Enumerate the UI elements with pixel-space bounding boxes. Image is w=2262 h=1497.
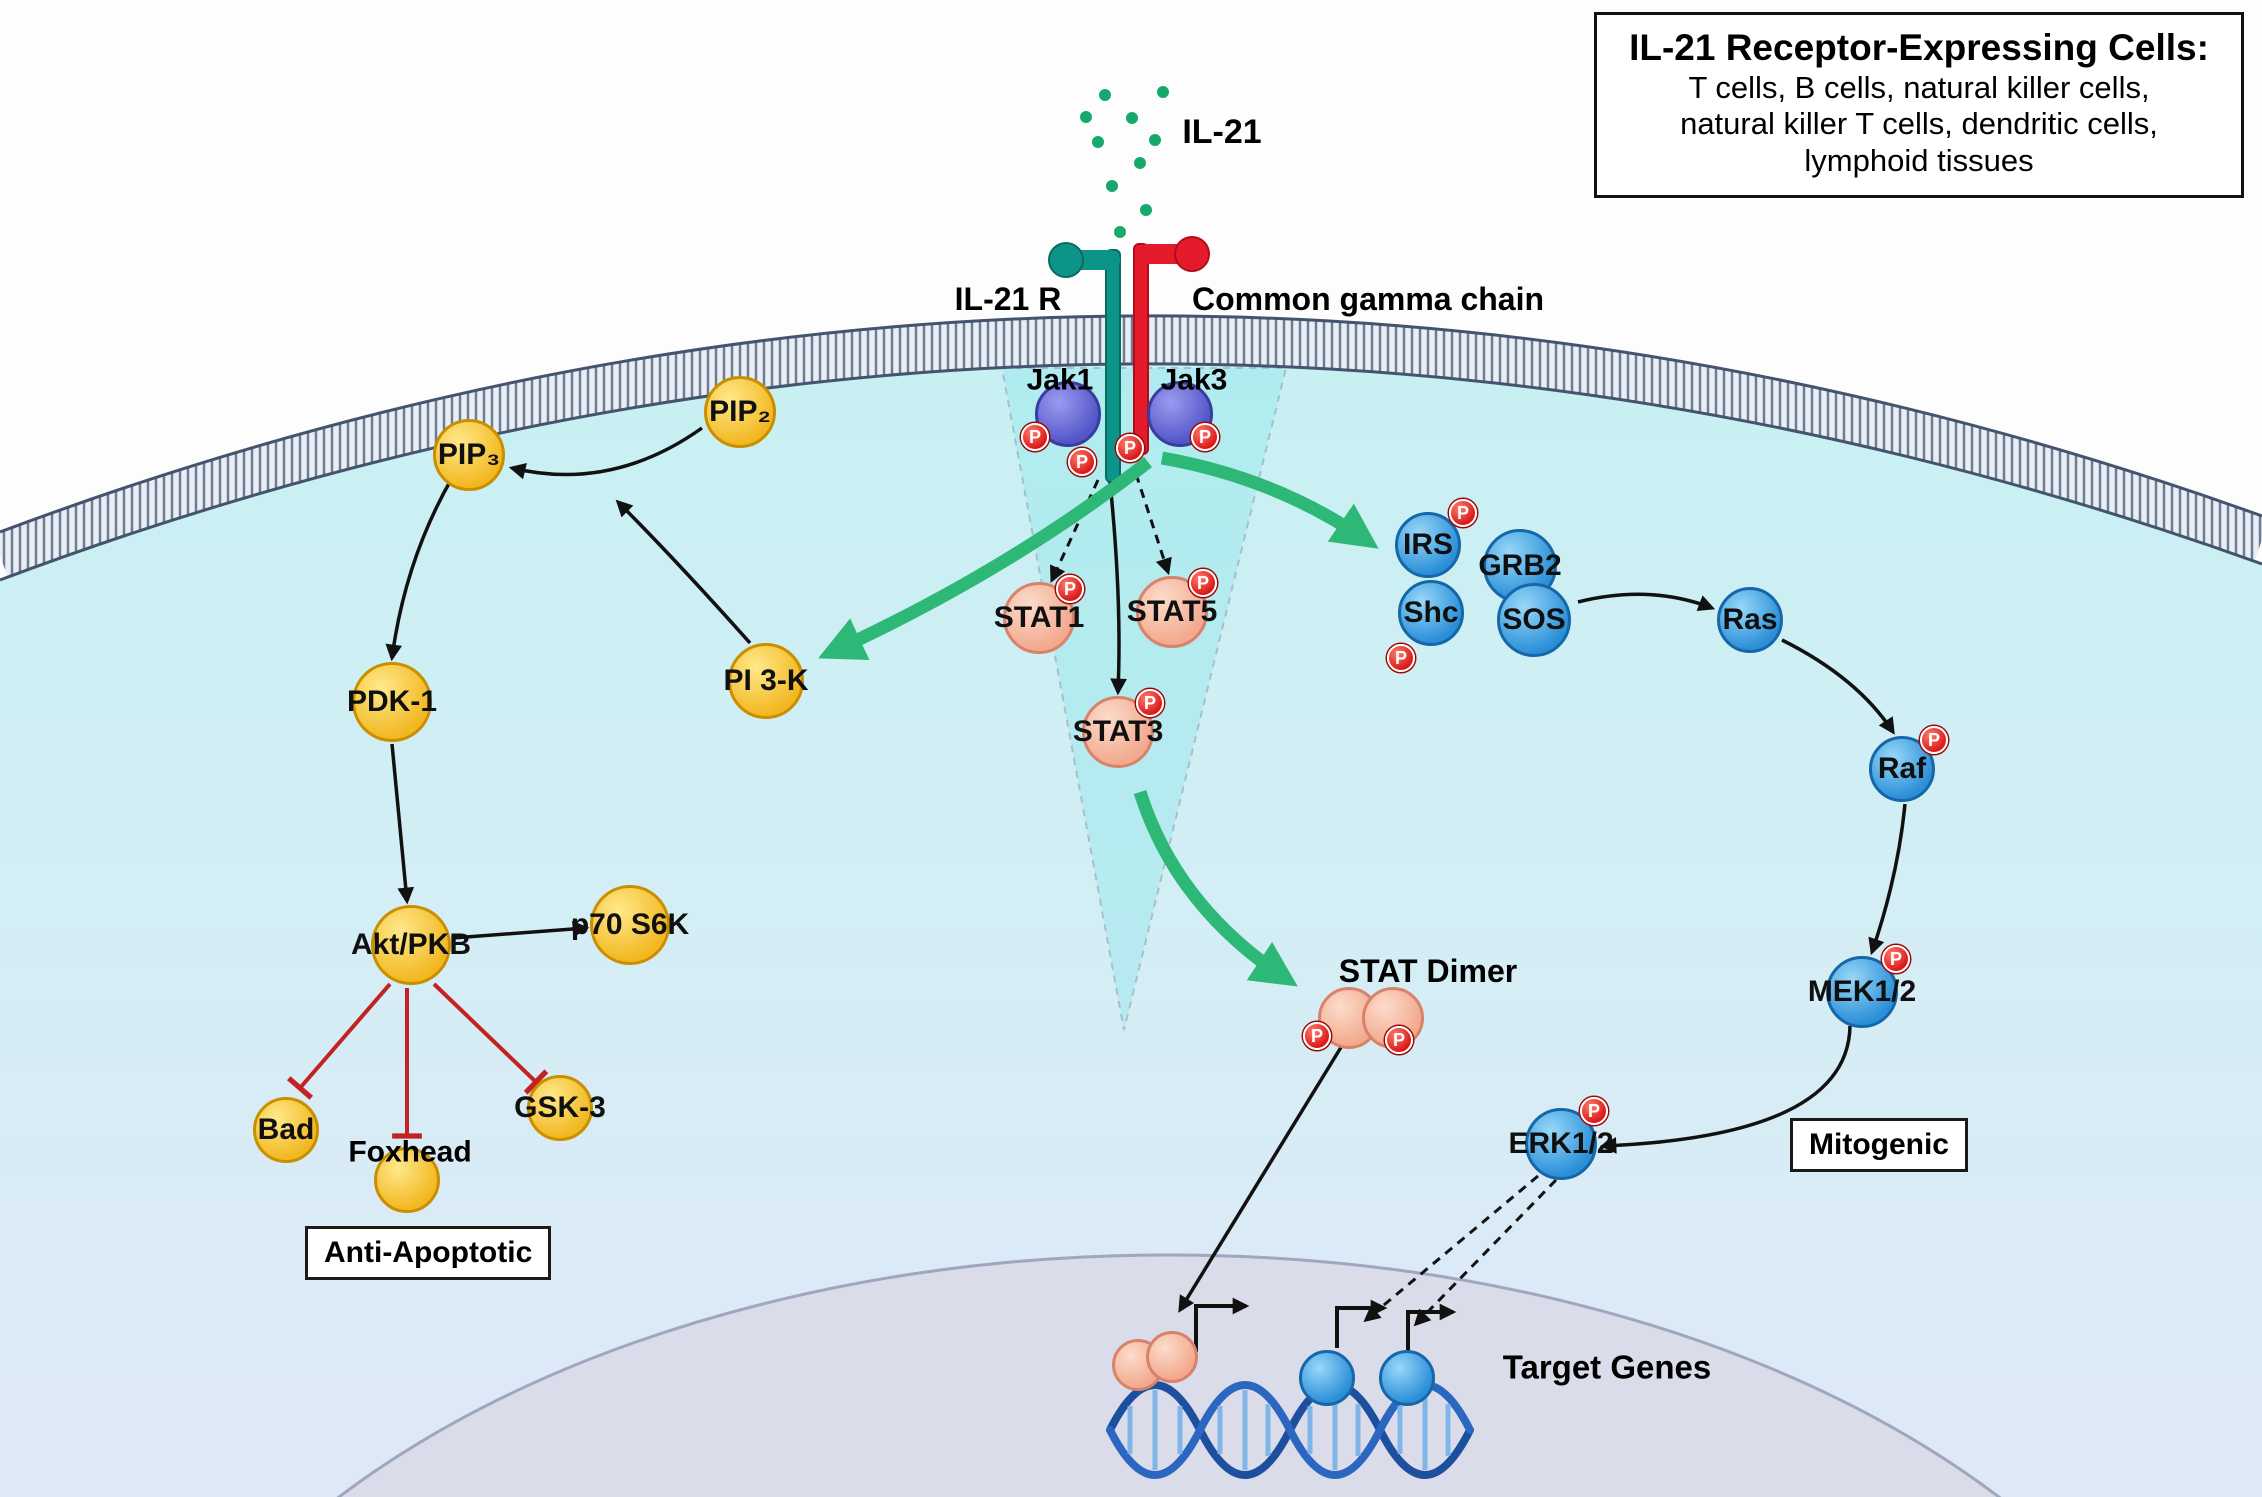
node-erk12-label: ERK1/2 <box>1508 1127 1614 1160</box>
node-pip3-label: PIP₃ <box>437 438 501 471</box>
phosphate-letter: P <box>1063 578 1076 599</box>
foxhead-label: Foxhead <box>348 1135 472 1169</box>
node-grb2-label: GRB2 <box>1478 549 1562 582</box>
info-box-line-1: T cells, B cells, natural killer cells, <box>1688 69 2150 105</box>
node-pip2-label: PIP₂ <box>709 395 771 428</box>
node-pi3k-label: PI 3-K <box>723 664 809 697</box>
info-box-line-2: natural killer T cells, dendritic cells, <box>1680 106 2158 142</box>
mitogenic-box: Mitogenic <box>1790 1118 1968 1172</box>
node-foxhead <box>374 1147 440 1213</box>
node-sos-label: SOS <box>1502 603 1566 636</box>
phosphate-letter: P <box>1394 647 1407 668</box>
node-shc-label: Shc <box>1403 596 1459 629</box>
anti-apoptotic-box: Anti-Apoptotic <box>305 1226 552 1280</box>
node-p70s6k: p70 S6K <box>571 885 689 965</box>
node-p70s6k-label: p70 S6K <box>570 908 690 941</box>
node-stat3-label: STAT3 <box>1072 715 1164 748</box>
node-akt-pkb-label: Akt/PKB <box>351 928 472 961</box>
green-signal-arrows <box>818 451 1379 987</box>
phosphate-letter: P <box>1310 1025 1323 1046</box>
node-stat1-label: STAT1 <box>993 601 1085 634</box>
dashed-arrows <box>1050 473 1558 1327</box>
node-dna-erk-left <box>1299 1350 1355 1406</box>
node-pip3: PIP₃ <box>433 419 505 491</box>
phosphate-badge: P <box>1882 945 1910 973</box>
jak1-label: Jak1 <box>1026 363 1094 397</box>
node-pip2: PIP₂ <box>704 376 776 448</box>
il21r-label: IL-21 R <box>954 281 1062 318</box>
plasma-membrane <box>0 314 2262 582</box>
target-genes-label: Target Genes <box>1502 1348 1712 1386</box>
node-pdk1: PDK-1 <box>347 662 437 742</box>
phosphate-badge: P <box>1580 1097 1608 1125</box>
node-ras-label: Ras <box>1722 603 1778 636</box>
phosphate-letter: P <box>1927 729 1940 750</box>
inhibition-arrows <box>287 982 549 1139</box>
phosphate-letter: P <box>1196 572 1209 593</box>
node-stat5: STAT5 <box>1127 576 1217 648</box>
phosphate-letter: P <box>1028 426 1041 447</box>
node-dna-erk-right <box>1379 1350 1435 1406</box>
info-box-title: IL-21 Receptor-Expressing Cells: <box>1629 27 2209 68</box>
phosphate-badge: P <box>1920 726 1948 754</box>
info-box-line-3: lymphoid tissues <box>1804 142 2034 178</box>
phosphate-badge: P <box>1068 448 1096 476</box>
phosphate-badge: P <box>1056 575 1084 603</box>
phosphate-badge: P <box>1136 689 1164 717</box>
node-irs-label: IRS <box>1402 528 1453 561</box>
phosphate-letter: P <box>1456 502 1469 523</box>
stat-dimer-label: STAT Dimer <box>1338 953 1518 990</box>
phosphate-badge: P <box>1116 434 1144 462</box>
node-bad: Bad <box>253 1097 319 1163</box>
phosphate-badge: P <box>1303 1022 1331 1050</box>
node-ras: Ras <box>1717 587 1783 653</box>
node-pdk1-label: PDK-1 <box>347 685 438 718</box>
transcription-start-arrows <box>1194 1297 1457 1352</box>
phosphate-letter: P <box>1392 1029 1405 1050</box>
gamma-chain-shape <box>1133 236 1210 455</box>
il21-ligand-label: IL-21 <box>1182 113 1262 152</box>
receptor-expressing-cells-box: IL-21 Receptor-Expressing Cells: T cells… <box>1594 12 2244 199</box>
node-stat1: STAT1 <box>994 582 1084 654</box>
phosphate-badge: P <box>1189 569 1217 597</box>
phosphate-badge: P <box>1385 1026 1413 1054</box>
phosphate-letter: P <box>1075 451 1088 472</box>
il21-ligand-dots <box>1080 86 1169 238</box>
node-gsk3: GSK-3 <box>514 1075 606 1141</box>
phosphate-badge: P <box>1449 499 1477 527</box>
jak3-label: Jak3 <box>1160 363 1228 397</box>
phosphate-letter: P <box>1123 437 1136 458</box>
phosphate-letter: P <box>1198 426 1211 447</box>
node-erk12: ERK1/2 <box>1508 1108 1614 1180</box>
activation-arrows <box>385 426 1907 1313</box>
node-raf-label: Raf <box>1877 752 1927 785</box>
phosphate-badge: P <box>1191 423 1219 451</box>
node-stat5-label: STAT5 <box>1126 595 1218 628</box>
node-sos: SOS <box>1497 583 1571 657</box>
node-akt-pkb: Akt/PKB <box>351 905 471 985</box>
node-bad-label: Bad <box>257 1113 315 1146</box>
phosphate-badge: P <box>1387 644 1415 672</box>
phosphate-letter: P <box>1889 948 1902 969</box>
node-mek12-label: MEK1/2 <box>1807 975 1917 1008</box>
node-gsk3-label: GSK-3 <box>514 1091 606 1124</box>
phosphate-badge: P <box>1021 423 1049 451</box>
node-dna-stat-right <box>1146 1331 1198 1383</box>
node-shc: Shc <box>1398 580 1464 646</box>
phosphate-letter: P <box>1143 692 1156 713</box>
phosphate-letter: P <box>1587 1100 1600 1121</box>
node-irs: IRS <box>1395 512 1461 578</box>
node-raf: Raf <box>1869 736 1935 802</box>
gamma-chain-label: Common gamma chain <box>1191 281 1545 318</box>
node-pi3k: PI 3-K <box>723 643 809 719</box>
